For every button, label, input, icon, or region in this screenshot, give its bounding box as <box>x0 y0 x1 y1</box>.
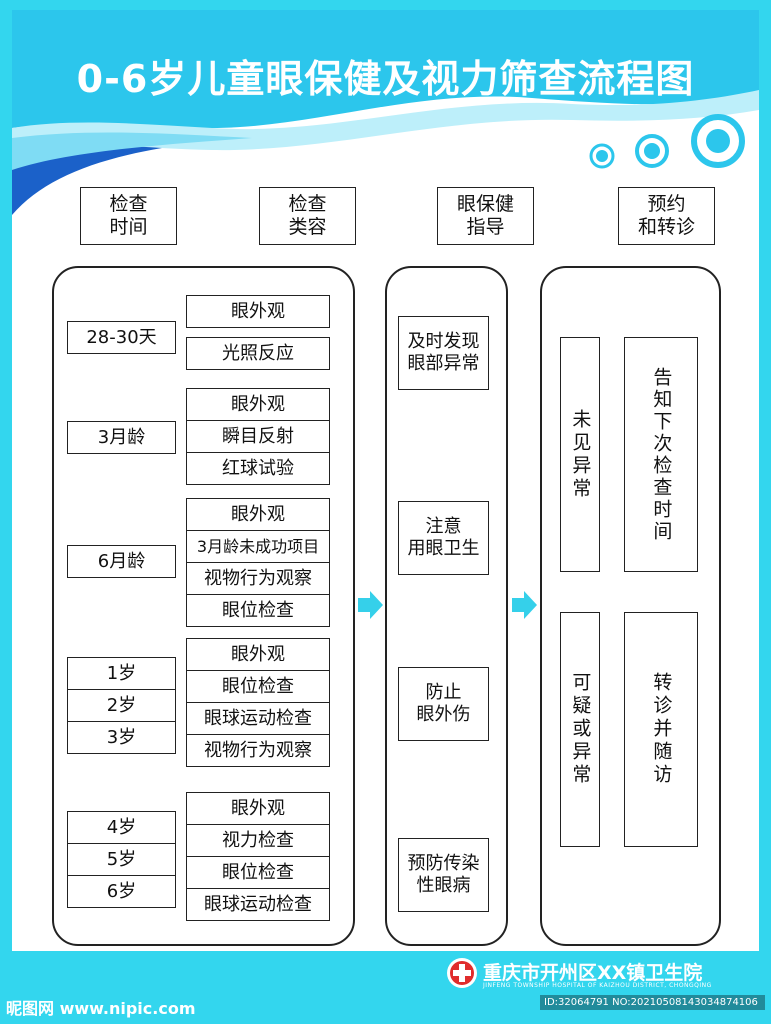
exam-item: 眼位检查 <box>186 856 330 889</box>
exam-item: 眼位检查 <box>186 670 330 703</box>
exam-item: 视物行为观察 <box>186 562 330 595</box>
exam-item: 瞬目反射 <box>186 420 330 453</box>
header-waves <box>12 10 759 215</box>
age-label: 6岁 <box>67 875 176 908</box>
exam-item: 视力检查 <box>186 824 330 857</box>
exam-item: 眼位检查 <box>186 594 330 627</box>
guidance-item: 及时发现 眼部异常 <box>398 316 489 390</box>
result-suspect: 可疑或异常 <box>560 612 600 847</box>
result-transfer: 转诊并随访 <box>624 612 698 847</box>
arrow-right-icon <box>512 591 537 619</box>
exam-item: 眼球运动检查 <box>186 888 330 921</box>
hospital-cross-icon <box>447 958 477 988</box>
guidance-item: 防止 眼外伤 <box>398 667 489 741</box>
age-label: 3月龄 <box>67 421 176 454</box>
age-label: 5岁 <box>67 843 176 876</box>
image-id: ID:32064791 NO:20210508143034874106 <box>540 995 765 1010</box>
age-label: 1岁 <box>67 657 176 690</box>
guidance-item: 预防传染 性眼病 <box>398 838 489 912</box>
result-inform: 告知下次检查时间 <box>624 337 698 572</box>
guidance-item: 注意 用眼卫生 <box>398 501 489 575</box>
header-guidance: 眼保健 指导 <box>437 187 534 245</box>
ring-icon-medium <box>635 134 669 168</box>
exam-item: 眼外观 <box>186 295 330 328</box>
arrow-right-icon <box>358 591 383 619</box>
age-label: 3岁 <box>67 721 176 754</box>
exam-item: 光照反应 <box>186 337 330 370</box>
ring-icon-large <box>691 114 745 168</box>
age-label: 28-30天 <box>67 321 176 354</box>
exam-item: 眼外观 <box>186 498 330 531</box>
ring-icon-small <box>589 143 615 169</box>
watermark: 昵图网 www.nipic.com <box>6 999 196 1018</box>
exam-item: 眼外观 <box>186 638 330 671</box>
age-label: 2岁 <box>67 689 176 722</box>
hospital-name-en: JINFENG TOWNSHIP HOSPITAL OF KAIZHOU DIS… <box>483 982 712 989</box>
age-label: 6月龄 <box>67 545 176 578</box>
exam-item: 视物行为观察 <box>186 734 330 767</box>
age-label: 4岁 <box>67 811 176 844</box>
exam-item: 眼外观 <box>186 388 330 421</box>
header-content: 检查 类容 <box>259 187 356 245</box>
exam-item: 红球试验 <box>186 452 330 485</box>
header-referral: 预约 和转诊 <box>618 187 715 245</box>
exam-item: 眼球运动检查 <box>186 702 330 735</box>
exam-item: 眼外观 <box>186 792 330 825</box>
header-time: 检查 时间 <box>80 187 177 245</box>
exam-item: 3月龄未成功项目 <box>186 530 330 563</box>
page-title: 0-6岁儿童眼保健及视力筛查流程图 <box>76 57 695 101</box>
hospital-name: 重庆市开州区XX镇卫生院 <box>483 962 703 984</box>
result-normal: 未见异常 <box>560 337 600 572</box>
